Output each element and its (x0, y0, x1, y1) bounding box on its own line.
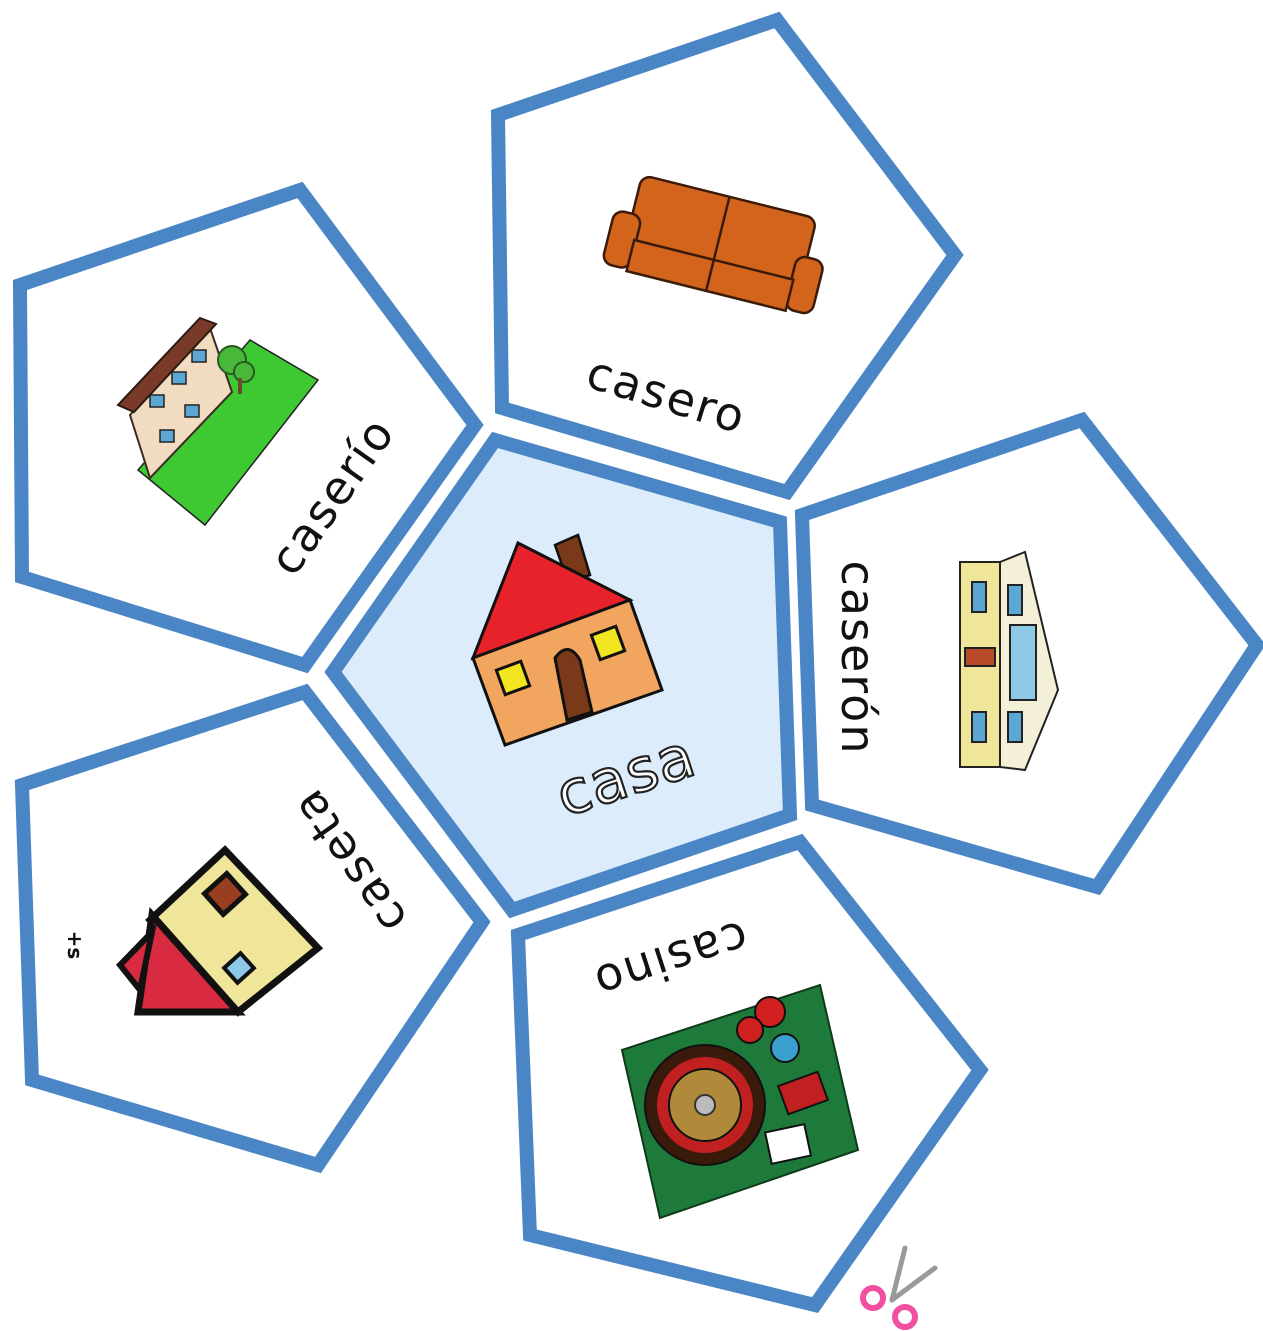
country-house-icon (116, 316, 320, 527)
mansion-icon (959, 550, 1060, 772)
tile-casero: casero (490, 11, 964, 501)
sofa-icon (602, 175, 824, 315)
tile-caseta: +s caseta (14, 683, 491, 1174)
tile-caseron-word: caserón (831, 561, 885, 756)
tile-casino: casino (510, 833, 989, 1313)
small-house-icon (116, 845, 324, 1017)
tile-caserio: caserío (12, 181, 484, 674)
scissors-icon (860, 1245, 938, 1330)
tile-casa-center: casa (324, 431, 798, 919)
caseta-plus-s-label: +s (63, 931, 87, 960)
tile-caseron: caserón (794, 411, 1263, 896)
house-icon (470, 533, 664, 747)
casino-icon (620, 983, 860, 1220)
